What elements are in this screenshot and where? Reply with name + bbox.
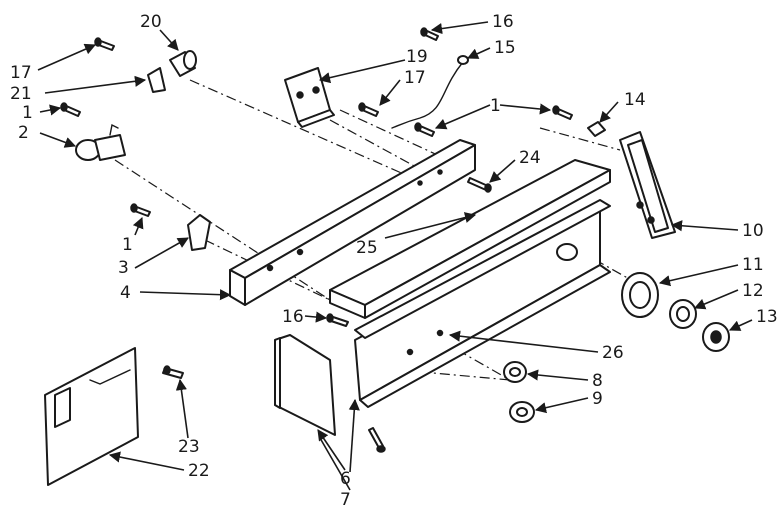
callout-16-top: 16 [492, 12, 514, 32]
leader-lines [37, 21, 753, 491]
knob-dial [669, 299, 697, 329]
callout-15: 15 [494, 38, 516, 58]
callout-14: 14 [624, 90, 646, 110]
ground-wire [391, 55, 469, 129]
callout-4: 4 [120, 283, 131, 303]
right-end-cap [619, 131, 676, 239]
screw-24 [467, 177, 492, 193]
callout-6: 6 [340, 469, 351, 489]
push-button-9 [509, 401, 535, 423]
callout-12: 12 [742, 281, 764, 301]
end-panel [274, 334, 336, 436]
screw-16-lower [326, 313, 349, 327]
screw-6 [368, 427, 386, 453]
callout-labels: 20 17 21 1 2 19 17 16 15 1 14 24 25 10 1… [10, 12, 778, 510]
callout-3: 3 [118, 258, 129, 278]
callout-23: 23 [178, 437, 200, 457]
screw-1-right [552, 105, 573, 120]
callout-10: 10 [742, 221, 764, 241]
callout-17-left: 17 [10, 63, 32, 83]
small-bracket [187, 214, 211, 251]
top-panel [329, 159, 611, 319]
callout-24: 24 [519, 148, 541, 168]
callout-25: 25 [356, 238, 378, 258]
front-console-panel [354, 199, 611, 408]
callout-17-center: 17 [404, 68, 426, 88]
callout-19: 19 [406, 47, 428, 67]
callout-7: 7 [340, 490, 351, 510]
screw-1-lower-left [130, 203, 151, 217]
motor-component [169, 50, 197, 77]
clamp-bracket [147, 67, 166, 93]
callout-20: 20 [140, 12, 162, 32]
callout-13: 13 [756, 307, 778, 327]
push-button-8 [503, 361, 527, 383]
callout-11: 11 [742, 255, 764, 275]
screw-17-center [358, 102, 379, 117]
screw-23 [162, 365, 184, 379]
callout-1-center: 1 [490, 96, 501, 116]
screw-17-left [94, 37, 115, 51]
screw-1-center [414, 122, 435, 137]
switch-assembly [75, 123, 126, 161]
callout-1-lower-left: 1 [122, 235, 133, 255]
nut-14 [587, 121, 606, 137]
knob [702, 322, 730, 352]
callout-21: 21 [10, 84, 32, 104]
callout-16-lower: 16 [282, 307, 304, 327]
knob-bezel [621, 272, 659, 318]
screw-1-left-top [60, 102, 81, 117]
callout-26: 26 [602, 343, 624, 363]
callout-1-left-top: 1 [22, 103, 33, 123]
callout-2: 2 [18, 123, 29, 143]
back-shield [44, 347, 139, 486]
callout-8: 8 [592, 371, 603, 391]
mounting-bracket [284, 67, 335, 128]
rear-bracket-rail [229, 139, 476, 306]
callout-9: 9 [592, 389, 603, 409]
callout-22: 22 [188, 461, 210, 481]
